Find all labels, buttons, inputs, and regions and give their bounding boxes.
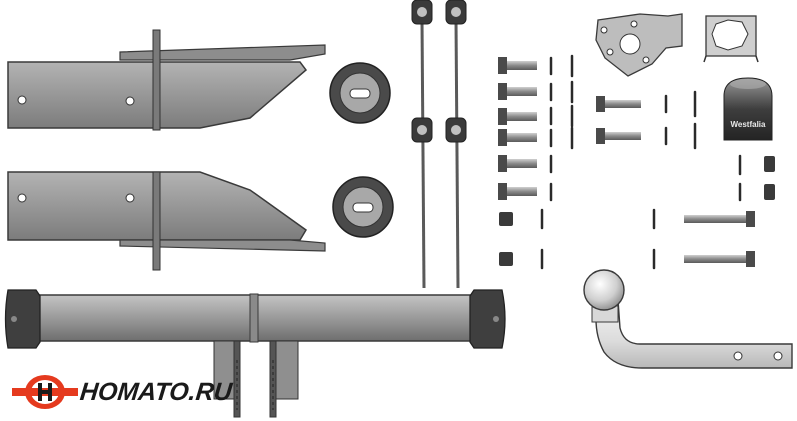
nut-set-right xyxy=(764,156,775,200)
logo-emblem-icon xyxy=(12,375,78,409)
washer-set xyxy=(540,54,742,270)
bolt-set-middle xyxy=(596,96,641,144)
ball-cover-label: Westfalia xyxy=(731,120,767,129)
socket-bracket-plate xyxy=(595,13,683,77)
tow-ball-cover: Westfalia xyxy=(723,77,773,141)
beam-mount-plates xyxy=(213,340,299,418)
cross-beam xyxy=(4,289,506,349)
tow-ball-arm xyxy=(583,269,793,369)
side-bracket-lower xyxy=(7,171,326,271)
spacer-washer-upper xyxy=(329,62,391,124)
threaded-rod-left xyxy=(411,0,433,289)
side-bracket-upper xyxy=(7,29,326,131)
site-logo: HOMATO.RU xyxy=(12,372,234,412)
threaded-rod-right xyxy=(445,0,467,289)
spacer-washer-lower xyxy=(332,176,394,238)
socket-holder-square xyxy=(703,15,759,63)
logo-text: HOMATO.RU xyxy=(78,377,234,406)
bolt-set-long xyxy=(684,211,755,267)
bolt-set-left xyxy=(498,57,537,266)
